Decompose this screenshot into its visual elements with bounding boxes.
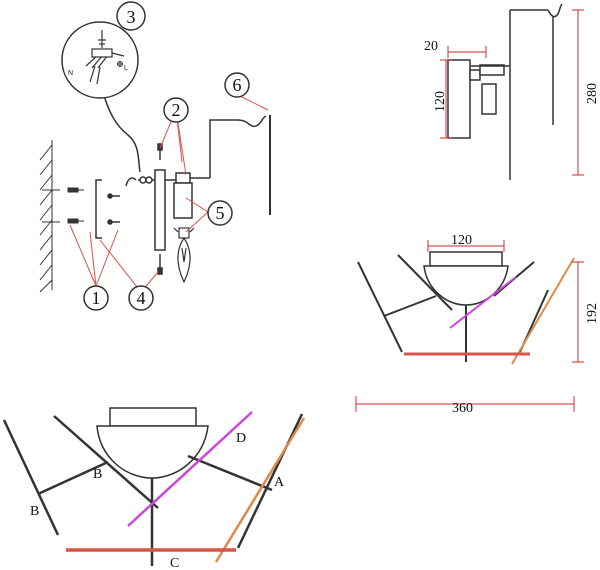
dim-side-height (572, 9, 584, 176)
candle-bulb (173, 227, 195, 284)
callout-4-label: 4 (137, 288, 146, 308)
callout-6: 6 (224, 72, 250, 98)
callout-2-label: 2 (172, 100, 181, 120)
part-label-a: A (274, 475, 285, 490)
parts-rod-d (127, 411, 253, 527)
parts-view: B B C D A (2, 407, 306, 570)
live-label: L (124, 65, 128, 72)
callout-3-label: 3 (127, 7, 136, 27)
callout-1-label: 1 (92, 288, 101, 308)
callout-1: 1 (83, 285, 109, 311)
parts-rod-a (214, 417, 306, 563)
part-label-b-left: B (30, 504, 39, 519)
dim-front-width-label: 360 (452, 401, 473, 416)
wall-hatch (39, 140, 60, 293)
callout-4: 4 (128, 285, 154, 311)
dim-side-backplate (440, 59, 452, 139)
dim-side-backplate-label: 120 (433, 91, 448, 112)
dim-front-height (572, 261, 584, 363)
dim-front-width (355, 396, 575, 412)
dim-side-depth (447, 46, 487, 58)
front-view: 120 192 360 (355, 233, 600, 416)
callout-5: 5 (207, 200, 233, 226)
neutral-label: N (68, 70, 73, 77)
front-rod-orange (511, 257, 575, 365)
callout-5-label: 5 (216, 203, 225, 223)
leader-lines (69, 94, 269, 293)
dim-front-canopy-label: 120 (451, 233, 472, 248)
dim-front-canopy (427, 240, 505, 252)
wiring-detail: N L (61, 21, 139, 99)
callout-2: 2 (163, 97, 189, 123)
dim-side-height-label: 280 (585, 83, 600, 104)
front-rod-pink (449, 276, 517, 329)
wall-anchors (67, 187, 84, 224)
supply-cable (102, 91, 141, 173)
part-label-d: D (236, 431, 246, 446)
dim-side-depth-label: 20 (424, 39, 438, 54)
dim-front-height-label: 192 (585, 303, 600, 324)
assembly-view: N L 3 (39, 1, 271, 311)
side-view: 20 120 280 (424, 3, 600, 180)
part-label-b-inner: B (93, 467, 102, 482)
mounting-bracket (95, 179, 120, 239)
lamp-body (125, 115, 267, 275)
callout-6-label: 6 (233, 75, 242, 95)
callout-3: 3 (116, 1, 146, 31)
part-label-c: C (170, 556, 179, 570)
